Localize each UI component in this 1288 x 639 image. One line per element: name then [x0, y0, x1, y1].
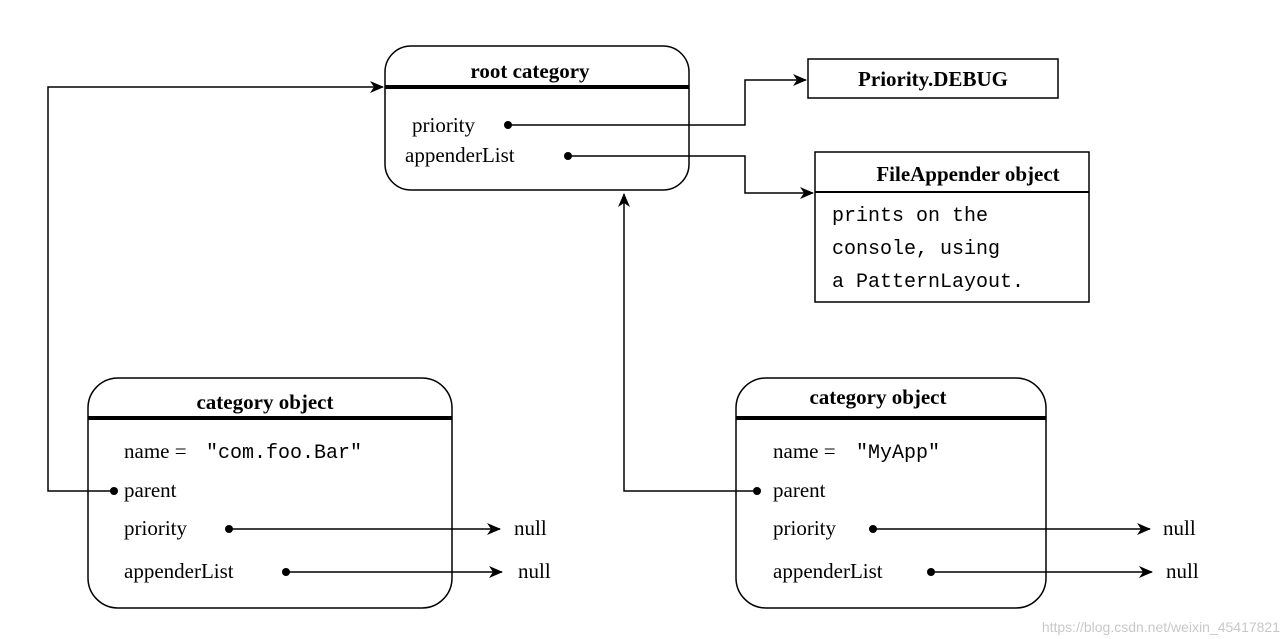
right-category-title: category object [809, 385, 946, 409]
right-parent-arrow [618, 193, 757, 492]
connectors [47, 74, 1153, 578]
root-appenderlist-label: appenderList [405, 143, 515, 167]
right-parent-label: parent [773, 478, 826, 502]
left-name-value: "com.foo.Bar" [206, 442, 362, 465]
watermark-url: https://blog.csdn.net/weixin_45417821 [1042, 619, 1280, 635]
right-priority-null: null [1163, 516, 1196, 540]
left-name-label: name = [124, 439, 192, 463]
root-category-box: root category priority appenderList [384, 45, 690, 191]
file-appender-title: FileAppender object [876, 162, 1059, 186]
file-appender-frame [814, 151, 1090, 303]
left-priority-label: priority [124, 516, 187, 540]
right-appenderlist-label: appenderList [773, 559, 883, 583]
left-parent-arrow [47, 81, 384, 492]
left-category-frame [87, 377, 453, 609]
priority-debug-box: Priority.DEBUG [807, 58, 1059, 99]
right-appender-null: null [1166, 559, 1199, 583]
right-category-frame [735, 377, 1047, 609]
left-category-box: category object name = "com.foo.Bar" par… [87, 377, 453, 609]
file-appender-line-3: a PatternLayout. [832, 271, 1024, 294]
left-appenderlist-label: appenderList [124, 559, 234, 583]
right-name-label: name = [773, 439, 841, 463]
file-appender-line-1: prints on the [832, 205, 988, 228]
file-appender-line-2: console, using [832, 238, 1000, 261]
left-priority-null: null [514, 516, 547, 540]
file-appender-box: FileAppender object prints on the consol… [814, 151, 1090, 303]
root-category-frame [384, 45, 690, 191]
right-name-value: "MyApp" [856, 442, 940, 465]
root-priority-arrow [508, 74, 807, 126]
root-priority-label: priority [412, 113, 475, 137]
left-appender-null: null [518, 559, 551, 583]
priority-debug-label: Priority.DEBUG [858, 67, 1008, 91]
left-parent-label: parent [124, 478, 177, 502]
right-category-box: category object name = "MyApp" parent pr… [735, 377, 1047, 609]
priority-debug-frame [807, 58, 1059, 99]
root-category-title: root category [470, 59, 590, 83]
root-appender-arrow [568, 155, 814, 199]
right-priority-label: priority [773, 516, 836, 540]
left-category-title: category object [196, 390, 333, 414]
